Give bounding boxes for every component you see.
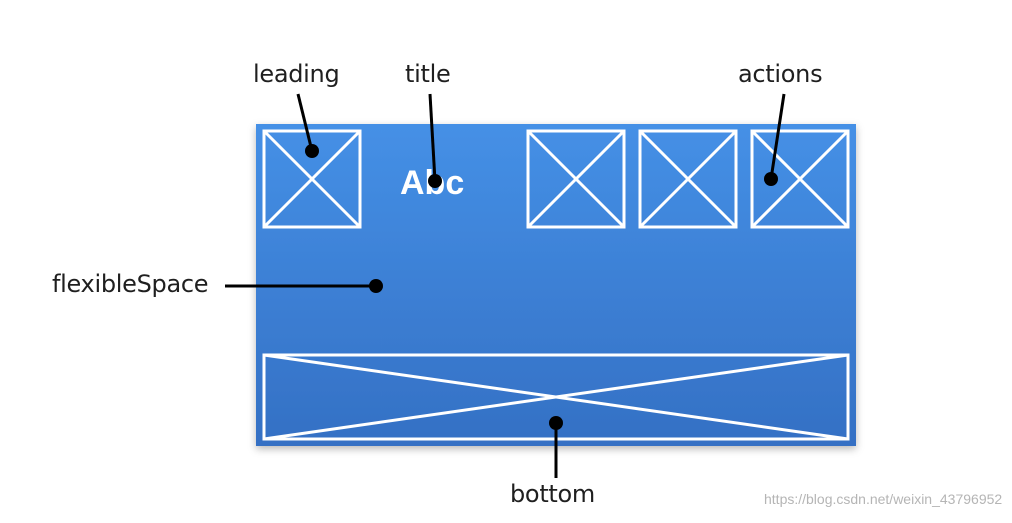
action-placeholder-3 [750, 129, 850, 229]
title-label: title [405, 60, 451, 88]
actions-label: actions [738, 60, 823, 88]
leading-placeholder [262, 129, 362, 229]
leading-pointer [296, 93, 319, 158]
watermark: https://blog.csdn.net/weixin_43796952 [764, 491, 1003, 507]
flexible-space-pointer [225, 279, 383, 293]
flexible-space-label: flexibleSpace [52, 270, 209, 298]
action-placeholder-2 [638, 129, 738, 229]
title-pointer [428, 93, 442, 188]
leading-label: leading [253, 60, 340, 88]
action-placeholder-1 [526, 129, 626, 229]
actions-pointer [764, 93, 786, 186]
bottom-label: bottom [510, 480, 596, 508]
bottom-pointer [549, 416, 563, 478]
